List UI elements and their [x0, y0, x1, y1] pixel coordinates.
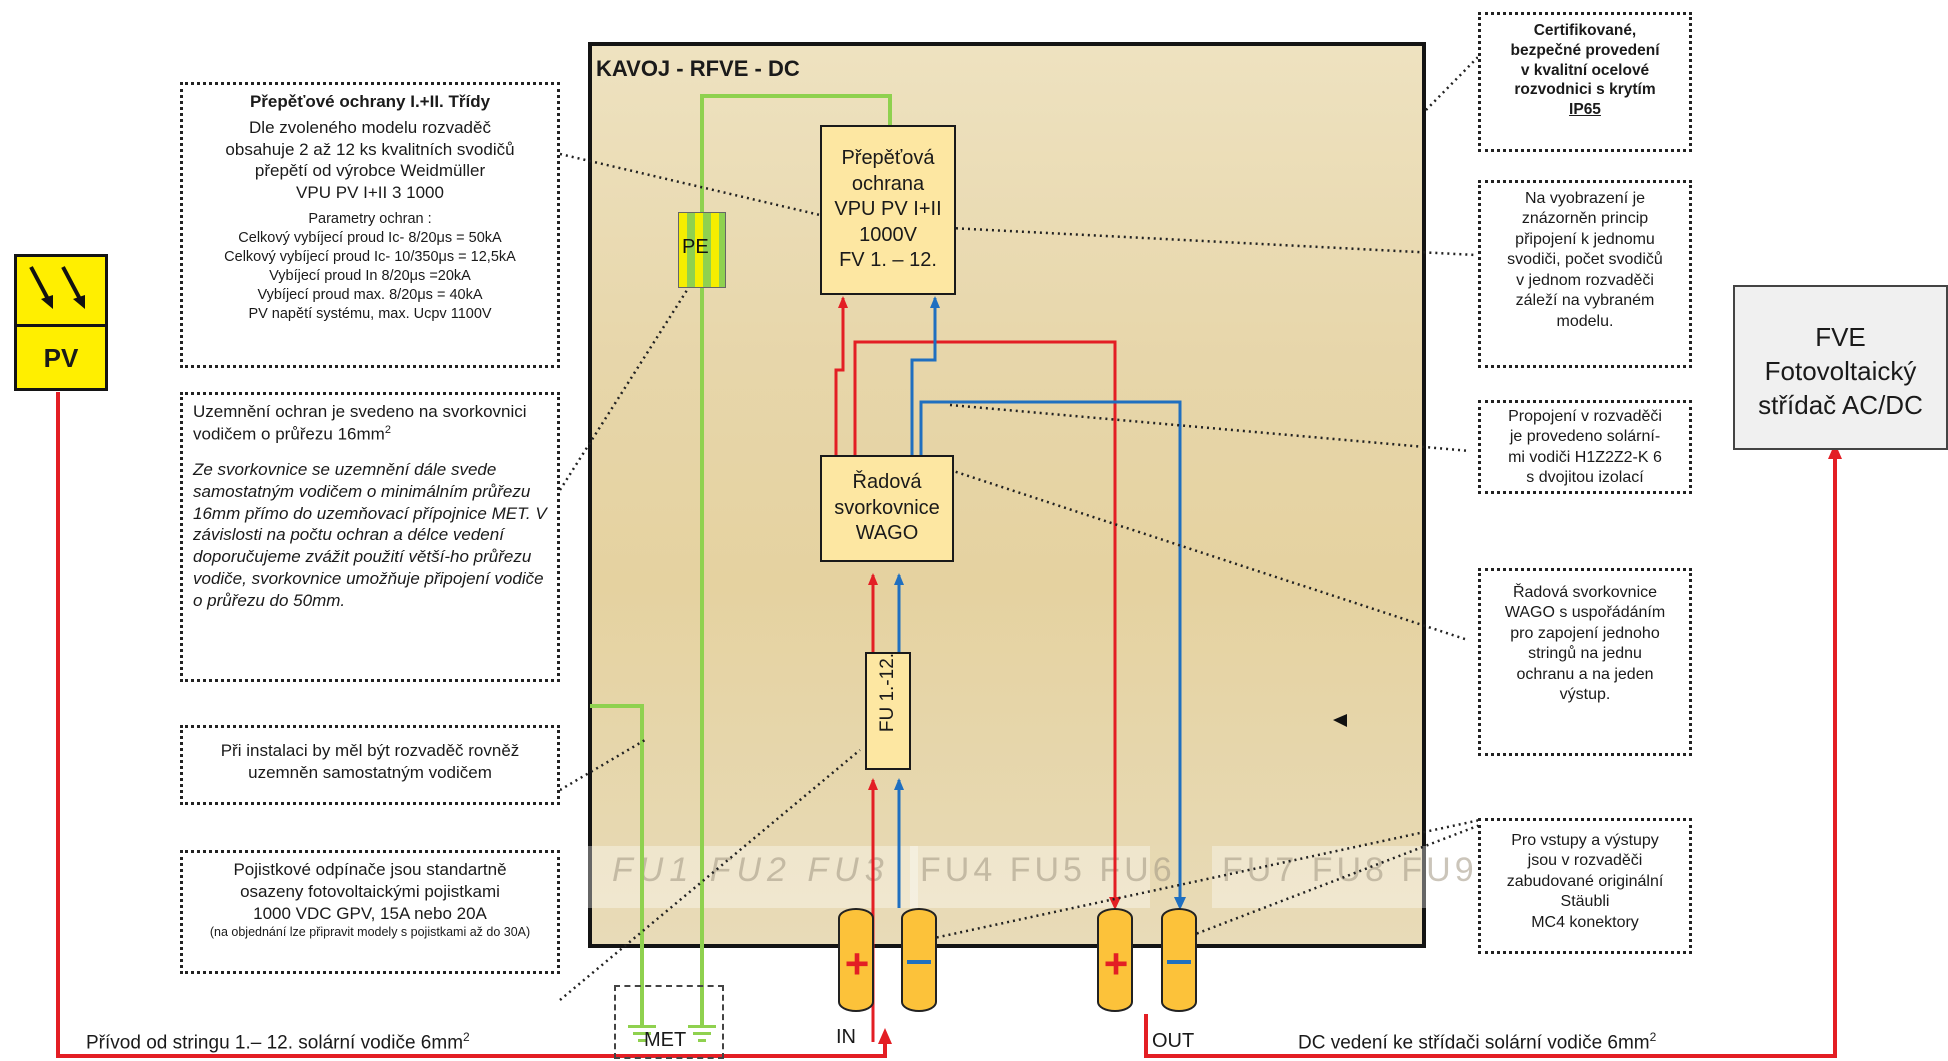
fuse-labels-faded-2: FU4 FU5 FU6: [920, 851, 1176, 889]
connector-out-minus: [1161, 908, 1197, 1012]
installation-note: Při instalaci by měl být rozvaděč rovněž…: [180, 725, 560, 805]
arrowhead: [878, 1028, 892, 1044]
arrowhead: [1174, 897, 1186, 910]
pe-wire: [700, 94, 892, 1027]
arrowhead: [894, 573, 904, 585]
string-feed-label: Přívod od stringu 1.– 12. solární vodiče…: [86, 1030, 470, 1054]
arrowhead: [930, 296, 940, 308]
pv-label: PV: [43, 343, 79, 373]
pe-terminal: [678, 212, 726, 288]
dc-line-label: DC vedení ke střídači solární vodiče 6mm…: [1298, 1030, 1657, 1054]
minus-icon: [907, 960, 931, 964]
connectors-note: Pro vstupy a výstupy jsou v rozvaděči za…: [1478, 818, 1692, 954]
met-label: MET: [644, 1029, 687, 1051]
fuse-box: FU 1.-12.: [865, 652, 911, 770]
fuse-label-strip: [1212, 846, 1442, 908]
principle-note: Na vyobrazení je znázorněn princip připo…: [1478, 180, 1692, 368]
pv-string-wire: [56, 392, 887, 1058]
arrowhead: [1828, 443, 1842, 459]
arrowhead: [1109, 897, 1121, 910]
in-label: IN: [836, 1026, 856, 1048]
fuse-labels-faded-3: FU7 FU8 FU9: [1222, 851, 1478, 889]
pointer-triangle: [1333, 714, 1347, 727]
surge-protector-box: Přepěťová ochrana VPU PV I+II 1000V FV 1…: [820, 125, 956, 295]
dc-line-wire: [1144, 455, 1837, 1058]
met-box: [614, 985, 724, 1059]
minus-icon: [1167, 960, 1191, 964]
arrowhead: [868, 573, 878, 585]
ground-wire: [590, 704, 644, 1027]
wiring-note: Propojení v rozvaděči je provedeno solár…: [1478, 400, 1692, 494]
plus-icon: +: [844, 940, 870, 987]
surge-protection-note: Přepěťové ochrany I.+II. Třídy Dle zvole…: [180, 82, 560, 368]
inverter-box: FVE Fotovoltaický střídač AC/DC: [1733, 285, 1948, 450]
connector-in-plus: [838, 908, 874, 1012]
blue-wire-out: [919, 400, 1182, 907]
red-wire-surge: [834, 298, 845, 455]
out-label: OUT: [1152, 1030, 1195, 1052]
ground-icon: [688, 1025, 716, 1042]
certified-note: Certifikované, bezpečné provedení v kval…: [1478, 12, 1692, 152]
grounding-note: Uzemnění ochran je svedeno na svorkovnic…: [180, 392, 560, 682]
cabinet-title: KAVOJ - RFVE - DC: [596, 56, 800, 81]
pv-panel: PV: [14, 254, 108, 391]
plus-icon: +: [1103, 940, 1129, 987]
red-wire-out: [853, 340, 1117, 907]
fuse-labels-faded: FU1 FU2 FU3: [612, 851, 890, 889]
fuses-note: Pojistkové odpínače jsou standartně osaz…: [180, 850, 560, 974]
arrowhead: [894, 778, 904, 790]
arrowhead: [838, 296, 848, 308]
ground-icon: [628, 1025, 656, 1042]
sunlight-arrows-icon: [29, 266, 85, 309]
wago-note: Řadová svorkovnice WAGO s uspořádáním pr…: [1478, 568, 1692, 756]
connector-out-plus: [1097, 908, 1133, 1012]
blue-wire-surge: [910, 298, 937, 455]
arrowhead: [868, 778, 878, 790]
pe-label: PE: [682, 236, 709, 258]
terminal-block-box: Řadová svorkovnice WAGO: [820, 455, 954, 562]
